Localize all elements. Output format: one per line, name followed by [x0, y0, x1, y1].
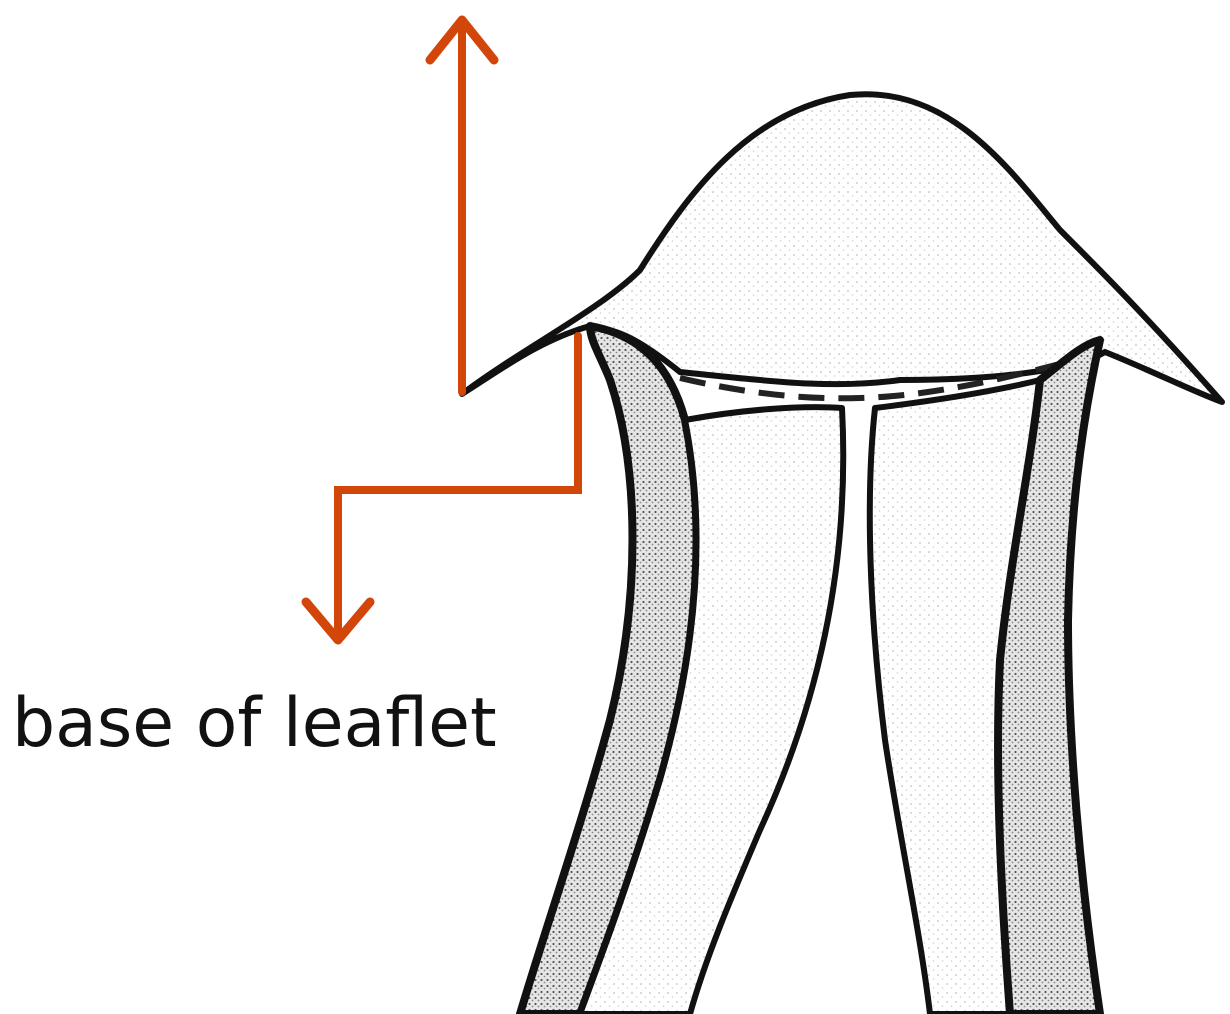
downward-arrow — [306, 336, 578, 640]
upward-arrow — [430, 20, 494, 392]
base-of-leaflet-label: base of leaflet — [12, 690, 497, 758]
